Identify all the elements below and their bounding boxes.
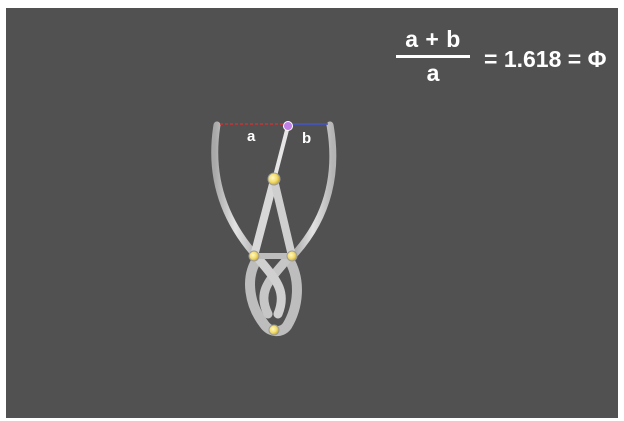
fraction-numerator: a + b <box>405 26 461 52</box>
segment-a-label: a <box>247 128 256 145</box>
tip-marker[interactable] <box>283 121 293 131</box>
caliper-handle-loop <box>245 253 302 336</box>
segment-b-label: b <box>302 130 311 147</box>
golden-ratio-formula: a + b a = 1.618 = Φ <box>394 24 622 94</box>
left-pivot-joint[interactable] <box>248 250 260 262</box>
golden-ratio-caliper-diagram: a b <box>211 121 337 336</box>
bottom-pivot-joint[interactable] <box>268 324 280 336</box>
fraction-denominator: a <box>426 60 440 86</box>
caliper-outer-arms <box>211 121 337 260</box>
fraction: a + b a <box>394 24 472 87</box>
canvas-area: a b a + b a = 1.618 = Φ <box>6 8 618 418</box>
right-pivot-joint[interactable] <box>286 250 298 262</box>
formula-result: = 1.618 = Φ <box>484 46 607 72</box>
top-pivot-joint[interactable] <box>267 172 281 186</box>
caliper-inner-arms <box>250 124 296 260</box>
fraction-bar <box>396 55 470 58</box>
